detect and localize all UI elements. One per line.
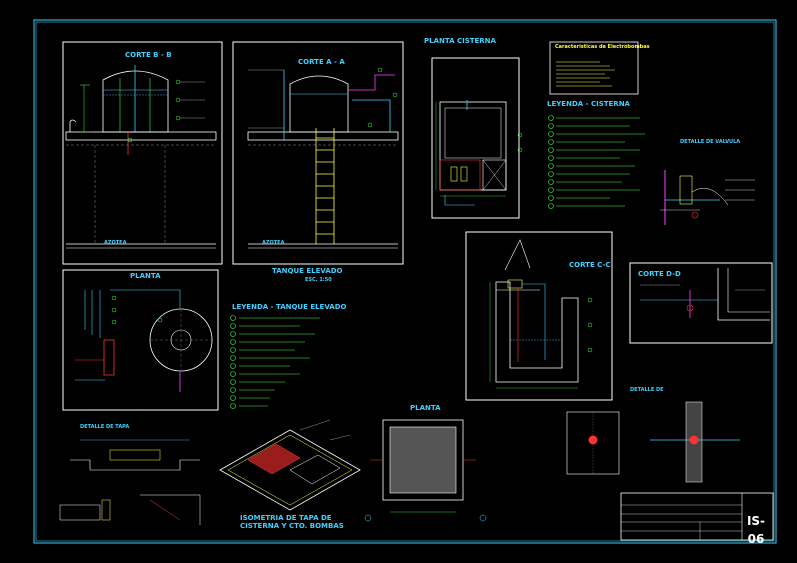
caracteristicas-title: Caracteristicas de Electrobombas	[555, 44, 650, 50]
detalle-valvula-title: DETALLE DE VALVULA	[680, 139, 741, 145]
detalle-valvula-view	[660, 170, 755, 225]
planta-tanque-view	[62, 269, 219, 411]
planta-tapa-title: PLANTA	[410, 404, 441, 412]
corte-dd-view	[629, 262, 773, 344]
detalle-reja-title: DETALLE DE	[630, 387, 664, 393]
leyenda-tanque-title: LEYENDA - TANQUE ELEVADO	[232, 303, 347, 311]
corte-cc-title: CORTE C-C	[569, 261, 611, 269]
corte-aa-view	[232, 41, 404, 265]
leyenda-cisterna-list	[548, 115, 645, 209]
sheet-border-outer	[33, 19, 777, 544]
caracteristicas-box	[549, 41, 639, 95]
corte-aa-title: CORTE A - A	[298, 58, 345, 66]
azotea-label-aa: AZOTEA	[262, 240, 285, 246]
corte-dd-title: CORTE D-D	[638, 270, 681, 278]
tanque-elevado-title: TANQUE ELEVADO	[272, 267, 343, 275]
corte-bb-title: CORTE B - B	[125, 51, 172, 59]
isometria-title-1: ISOMETRIA DE TAPA DE	[240, 514, 332, 522]
sheet-number: IS-06	[746, 514, 766, 546]
leyenda-cisterna-title: LEYENDA - CISTERNA	[547, 100, 630, 108]
sheet-border-inner	[35, 21, 775, 542]
title-block	[620, 492, 774, 541]
corte-cc-view	[465, 231, 613, 401]
detalle-reja-view	[566, 401, 740, 483]
planta-tapa-view	[364, 419, 487, 522]
ladder	[315, 128, 335, 244]
leyenda-tanque-list	[230, 315, 320, 409]
tanque-elevado-scale: ESC. 1:50	[305, 277, 332, 283]
azotea-label-bb: AZOTEA	[104, 240, 127, 246]
isometria-view	[219, 419, 361, 511]
corte-bb-view	[62, 41, 223, 265]
detalle-tapa-title: DETALLE DE TAPA	[80, 424, 130, 430]
detalle-tapa-view	[59, 439, 201, 525]
planta-cisterna-title: PLANTA CISTERNA	[424, 37, 496, 45]
isometria-title-2: CISTERNA Y CTO. BOMBAS	[240, 522, 344, 530]
planta-tanque-title: PLANTA	[130, 272, 161, 280]
planta-cisterna-view	[431, 57, 523, 219]
